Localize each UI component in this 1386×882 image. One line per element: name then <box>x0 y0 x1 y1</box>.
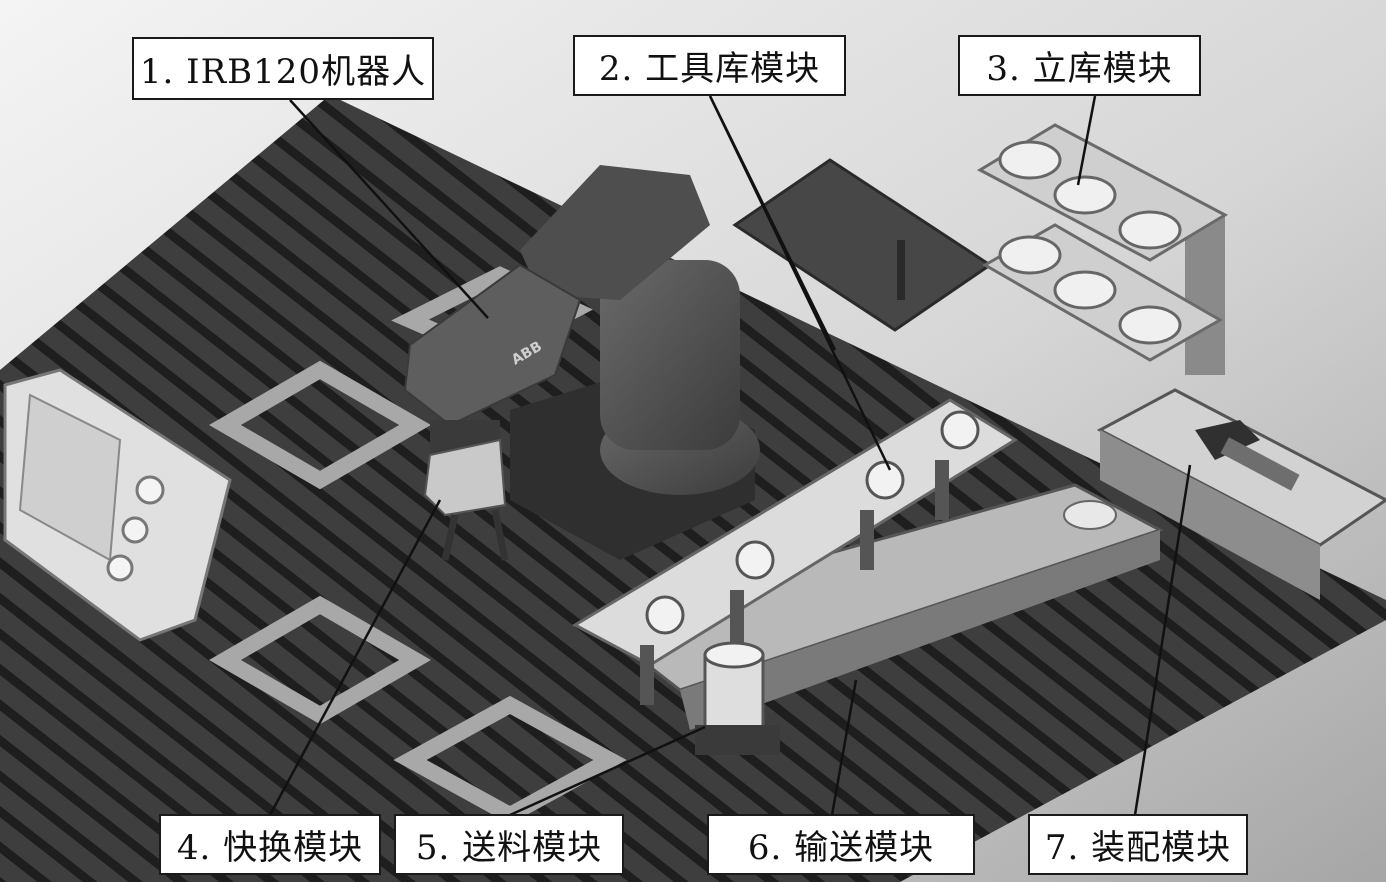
assembly-label: 7. 装配模块 <box>1028 814 1248 875</box>
conveyor-label: 6. 输送模块 <box>707 814 975 875</box>
feeding-label: 5. 送料模块 <box>394 814 624 875</box>
quick-change-label: 4. 快换模块 <box>159 814 381 875</box>
assembly-station <box>1096 388 1386 600</box>
tool-rack <box>571 398 1018 705</box>
tool-library-post <box>897 240 905 300</box>
warehouse-rack <box>976 123 1229 375</box>
warehouse-label: 3. 立库模块 <box>958 35 1201 96</box>
leader-lines <box>268 95 1192 817</box>
feeding-cylinder <box>695 641 780 755</box>
robot-arm: ABB <box>403 165 760 561</box>
control-box <box>3 368 232 642</box>
tool-library-label: 2. 工具库模块 <box>573 35 846 96</box>
robot-label: 1. IRB120机器人 <box>132 37 434 100</box>
